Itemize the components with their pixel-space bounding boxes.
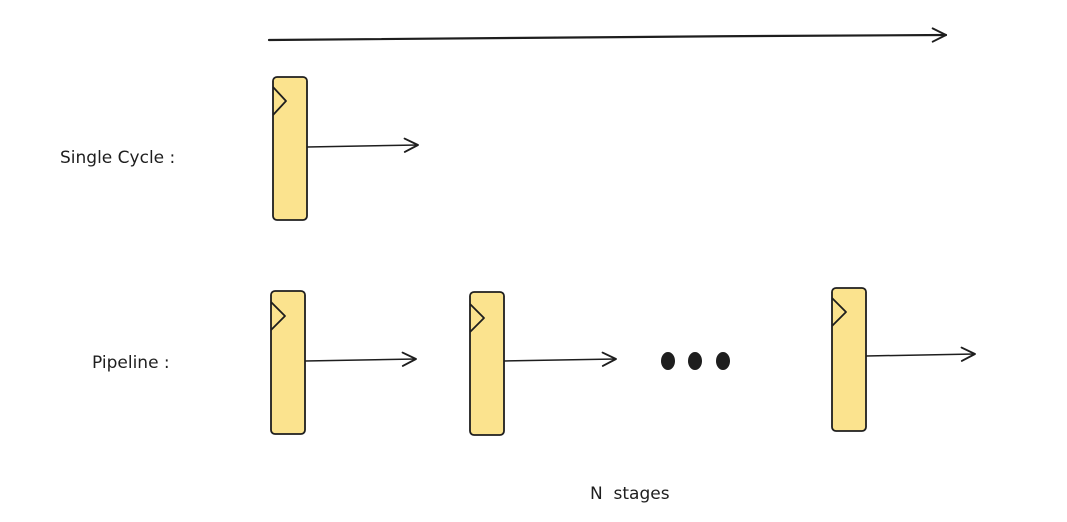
n-stages-label: N stages — [590, 484, 670, 504]
clock-edge-icon — [469, 303, 485, 333]
pipeline-register-2 — [469, 291, 505, 436]
single-cycle-label: Single Cycle : — [60, 148, 176, 168]
pipeline-arrow-n — [865, 346, 976, 362]
pipeline-register-n — [831, 287, 867, 432]
pipeline-label: Pipeline : — [92, 353, 170, 373]
clock-edge-icon — [272, 86, 287, 116]
single-cycle-register — [272, 76, 308, 221]
time-axis-arrow — [267, 27, 948, 43]
clock-edge-icon — [270, 301, 286, 331]
clock-edge-icon — [831, 297, 847, 327]
pipeline-register-1 — [270, 290, 306, 435]
pipeline-arrow-2 — [503, 351, 617, 367]
pipeline-arrow-1 — [304, 351, 417, 367]
single-cycle-output-arrow — [306, 137, 419, 153]
ellipsis-dots — [661, 352, 730, 370]
